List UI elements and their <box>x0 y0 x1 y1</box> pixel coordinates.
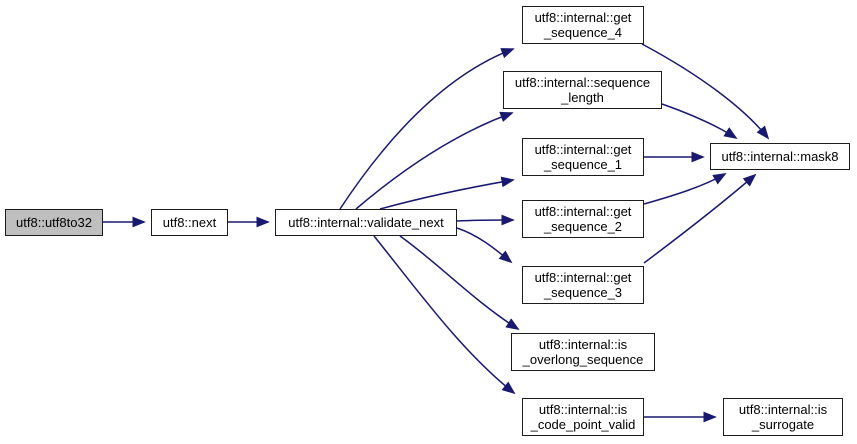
node-utf8to32[interactable]: utf8::utf8to32 <box>5 209 103 236</box>
edge-get_sequence_4-mask8 <box>641 43 770 140</box>
edge-sequence_length-mask8 <box>661 103 738 140</box>
node-get-sequence-4[interactable]: utf8::internal::get _sequence_4 <box>522 6 644 44</box>
edge-validate_next-get_sequence_3 <box>456 227 513 264</box>
node-is-surrogate[interactable]: utf8::internal::is _surrogate <box>723 398 843 436</box>
node-is-overlong-sequence[interactable]: utf8::internal::is _overlong_sequence <box>511 333 655 371</box>
node-is-code-point-valid[interactable]: utf8::internal::is _code_point_valid <box>522 398 644 436</box>
edge-validate_next-sequence_length <box>355 111 514 210</box>
edge-get_sequence_3-mask8 <box>643 173 757 264</box>
node-get-sequence-2[interactable]: utf8::internal::get _sequence_2 <box>522 200 644 238</box>
edge-validate_next-is_overlong_sequence <box>399 235 520 331</box>
node-next[interactable]: utf8::next <box>151 209 228 236</box>
edge-validate_next-get_sequence_4 <box>339 48 515 210</box>
node-get-sequence-1[interactable]: utf8::internal::get _sequence_1 <box>522 138 644 176</box>
node-sequence-length[interactable]: utf8::internal::sequence _length <box>503 71 662 109</box>
edge-get_sequence_2-mask8 <box>643 173 727 205</box>
node-get-sequence-3[interactable]: utf8::internal::get _sequence_3 <box>522 266 644 304</box>
edge-validate_next-get_sequence_2 <box>456 214 515 226</box>
node-validate-next[interactable]: utf8::internal::validate_next <box>275 209 457 236</box>
edge-validate_next-is_code_point_valid <box>373 235 516 395</box>
node-mask8[interactable]: utf8::internal::mask8 <box>710 143 850 170</box>
edge-validate_next-get_sequence_1 <box>379 176 515 210</box>
